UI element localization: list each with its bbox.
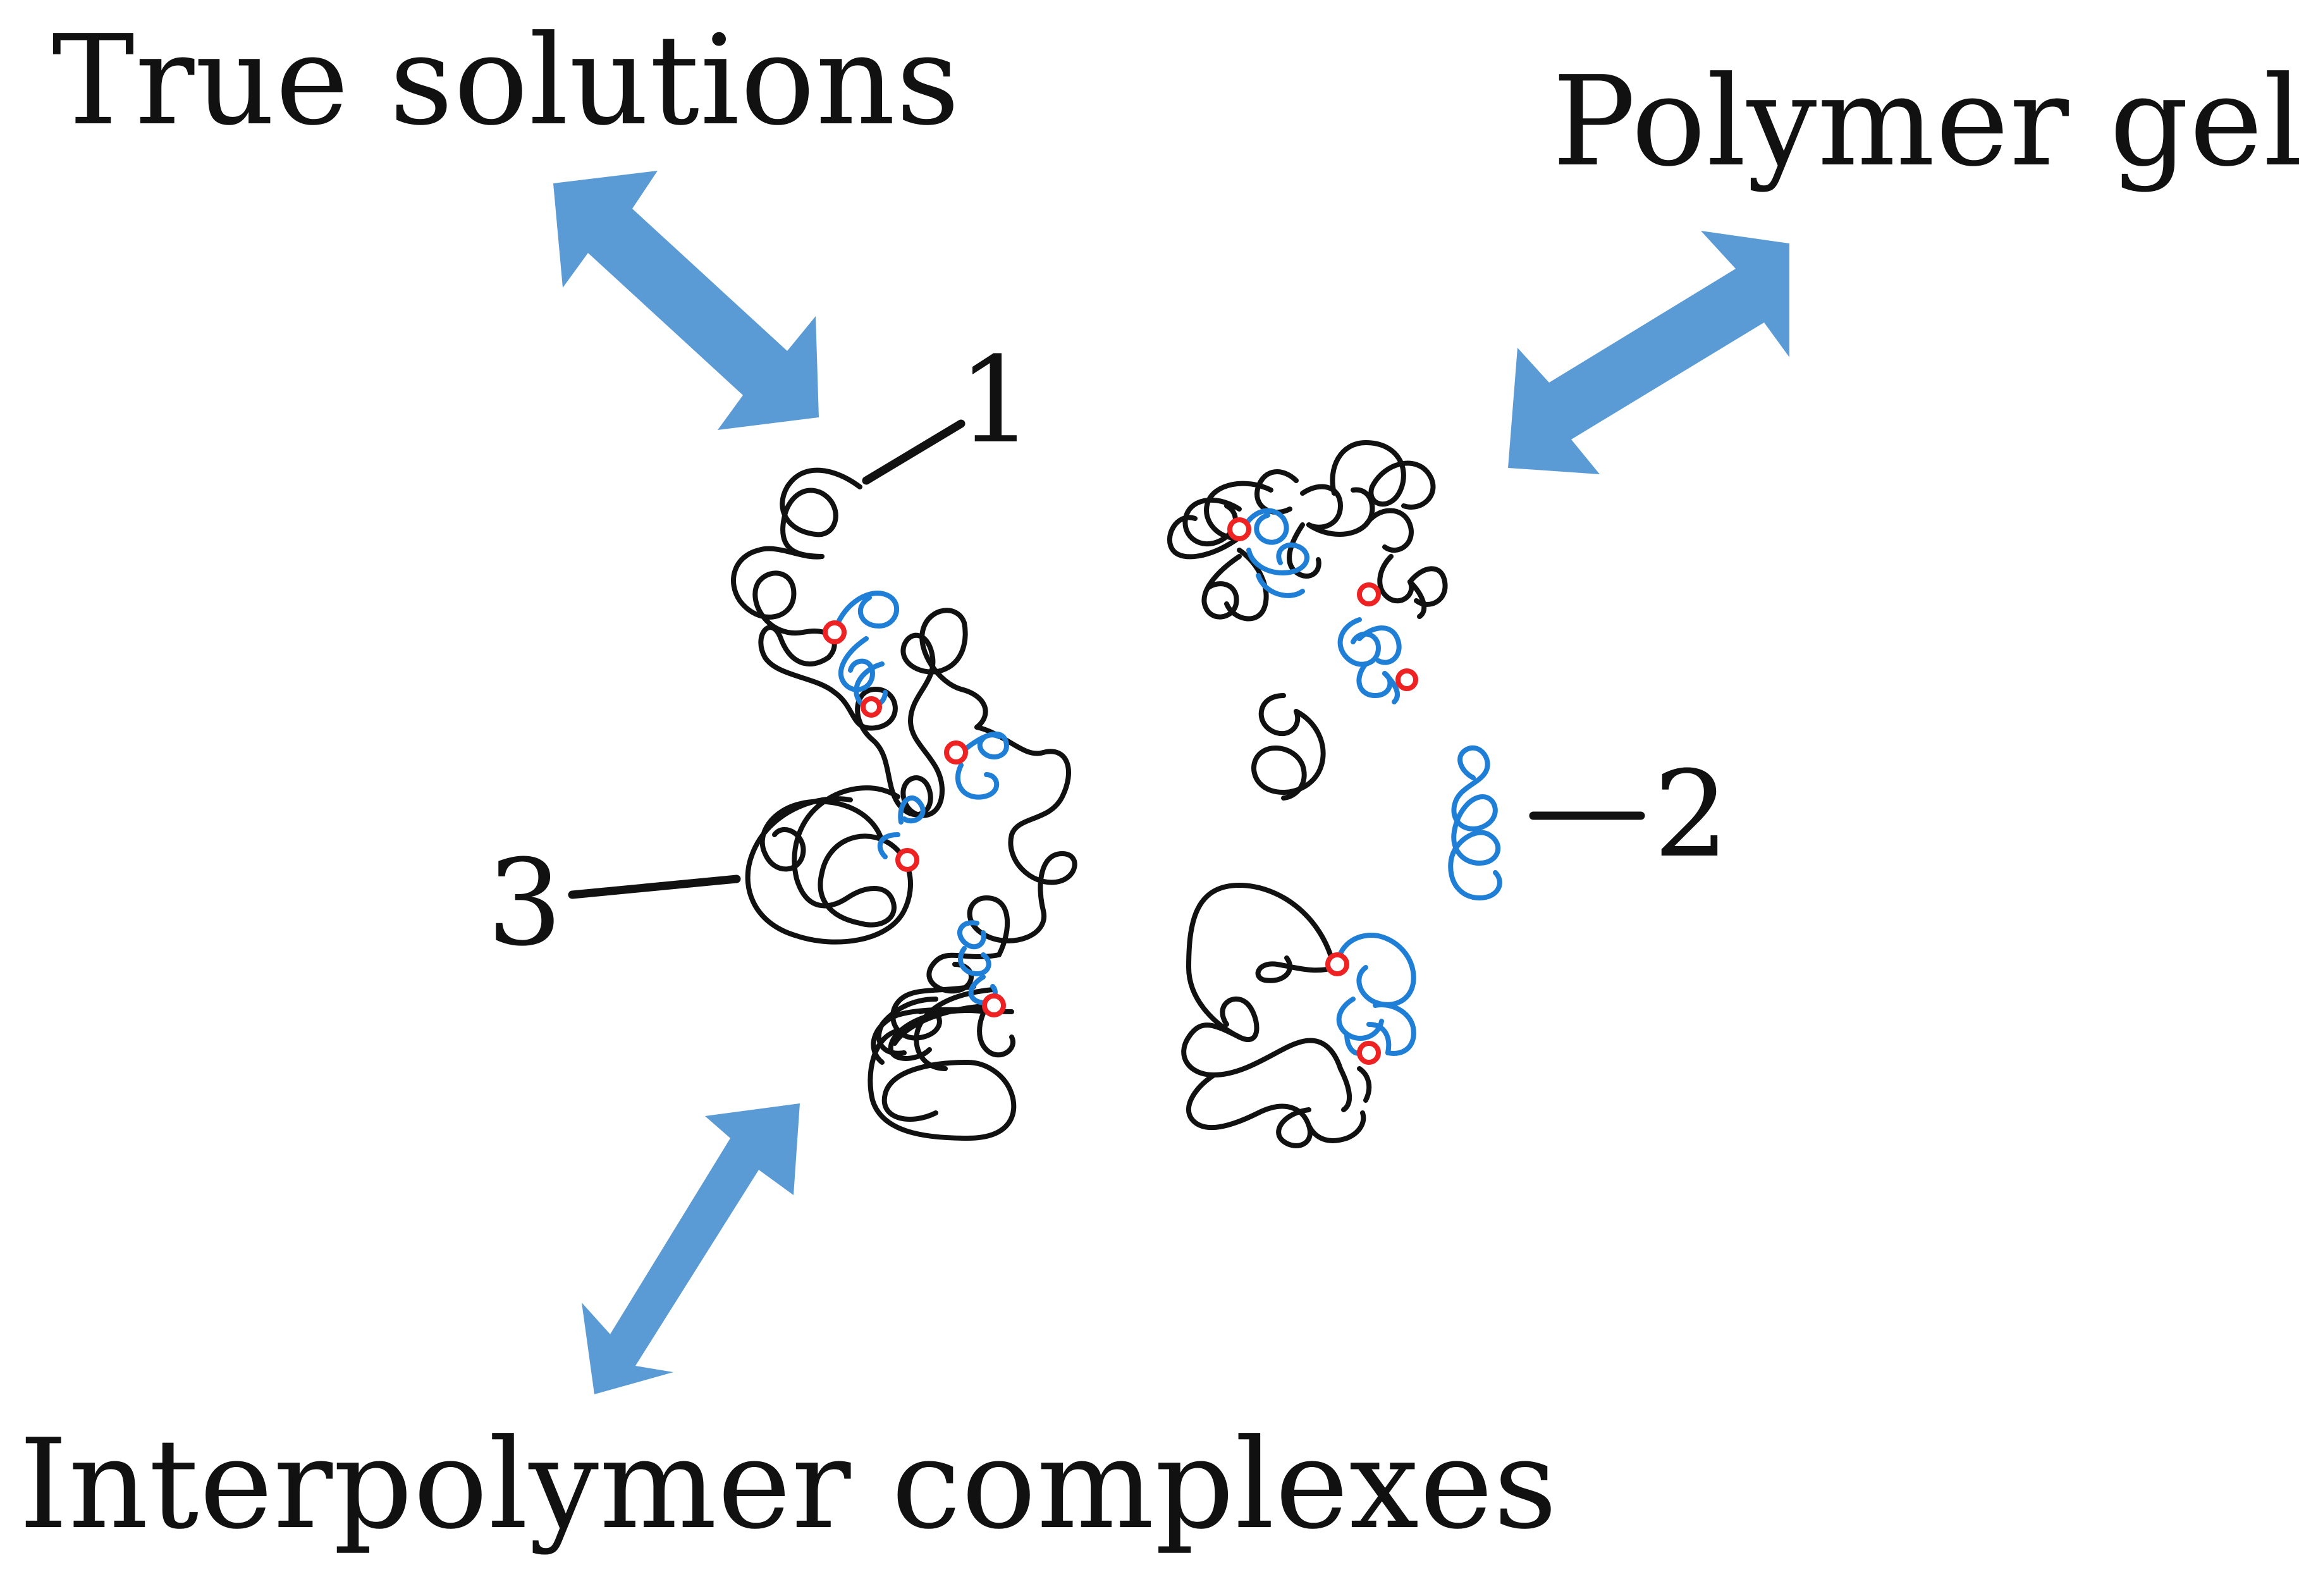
crosslink-ring (1325, 952, 1349, 976)
arrow-true-solutions (553, 171, 819, 430)
pointer-line-3 (568, 875, 741, 899)
crosslink-ring (861, 696, 882, 718)
polymer-chain-right-bottom-black (1181, 883, 1372, 1148)
crosslink-ring (1357, 582, 1381, 606)
polymer-chain-isolated-blue (1448, 745, 1502, 900)
crosslinks (823, 517, 1418, 1065)
polymer-chain-right-bottom-blue (1335, 933, 1416, 1056)
double-arrow-shape (582, 1103, 800, 1394)
pointer-lines (568, 419, 1645, 899)
marker-2: 2 (1653, 746, 1729, 884)
crosslink-ring (1395, 668, 1418, 691)
label-interpolymer-complexes: Interpolymer complexes (19, 1413, 1558, 1557)
arrow-interpolymer-complexes (582, 1103, 800, 1394)
label-true-solutions: True solutions (52, 9, 960, 153)
crosslink-ring (823, 620, 847, 644)
crosslink-ring (1357, 1041, 1381, 1065)
crosslink-ring (895, 848, 919, 872)
marker-3: 3 (487, 834, 563, 973)
arrow-polymer-gels (1508, 231, 1789, 474)
double-arrow-shape (1508, 231, 1789, 474)
polymer-chain-right-mid-black (1251, 693, 1326, 801)
crosslink-ring (1227, 517, 1251, 541)
marker-1: 1 (958, 331, 1034, 470)
polymer-chain-right-top-black (1167, 440, 1448, 622)
label-polymer-gels: Polymer gels (1552, 50, 2299, 194)
double-arrow-shape (553, 171, 819, 430)
crosslink-ring (944, 740, 968, 764)
crosslink-ring (982, 993, 1006, 1017)
polymer-chain-left-blue (832, 591, 1009, 1005)
polymer-chain-right-top-blue (1243, 508, 1402, 704)
pointer-line-1 (862, 419, 966, 485)
